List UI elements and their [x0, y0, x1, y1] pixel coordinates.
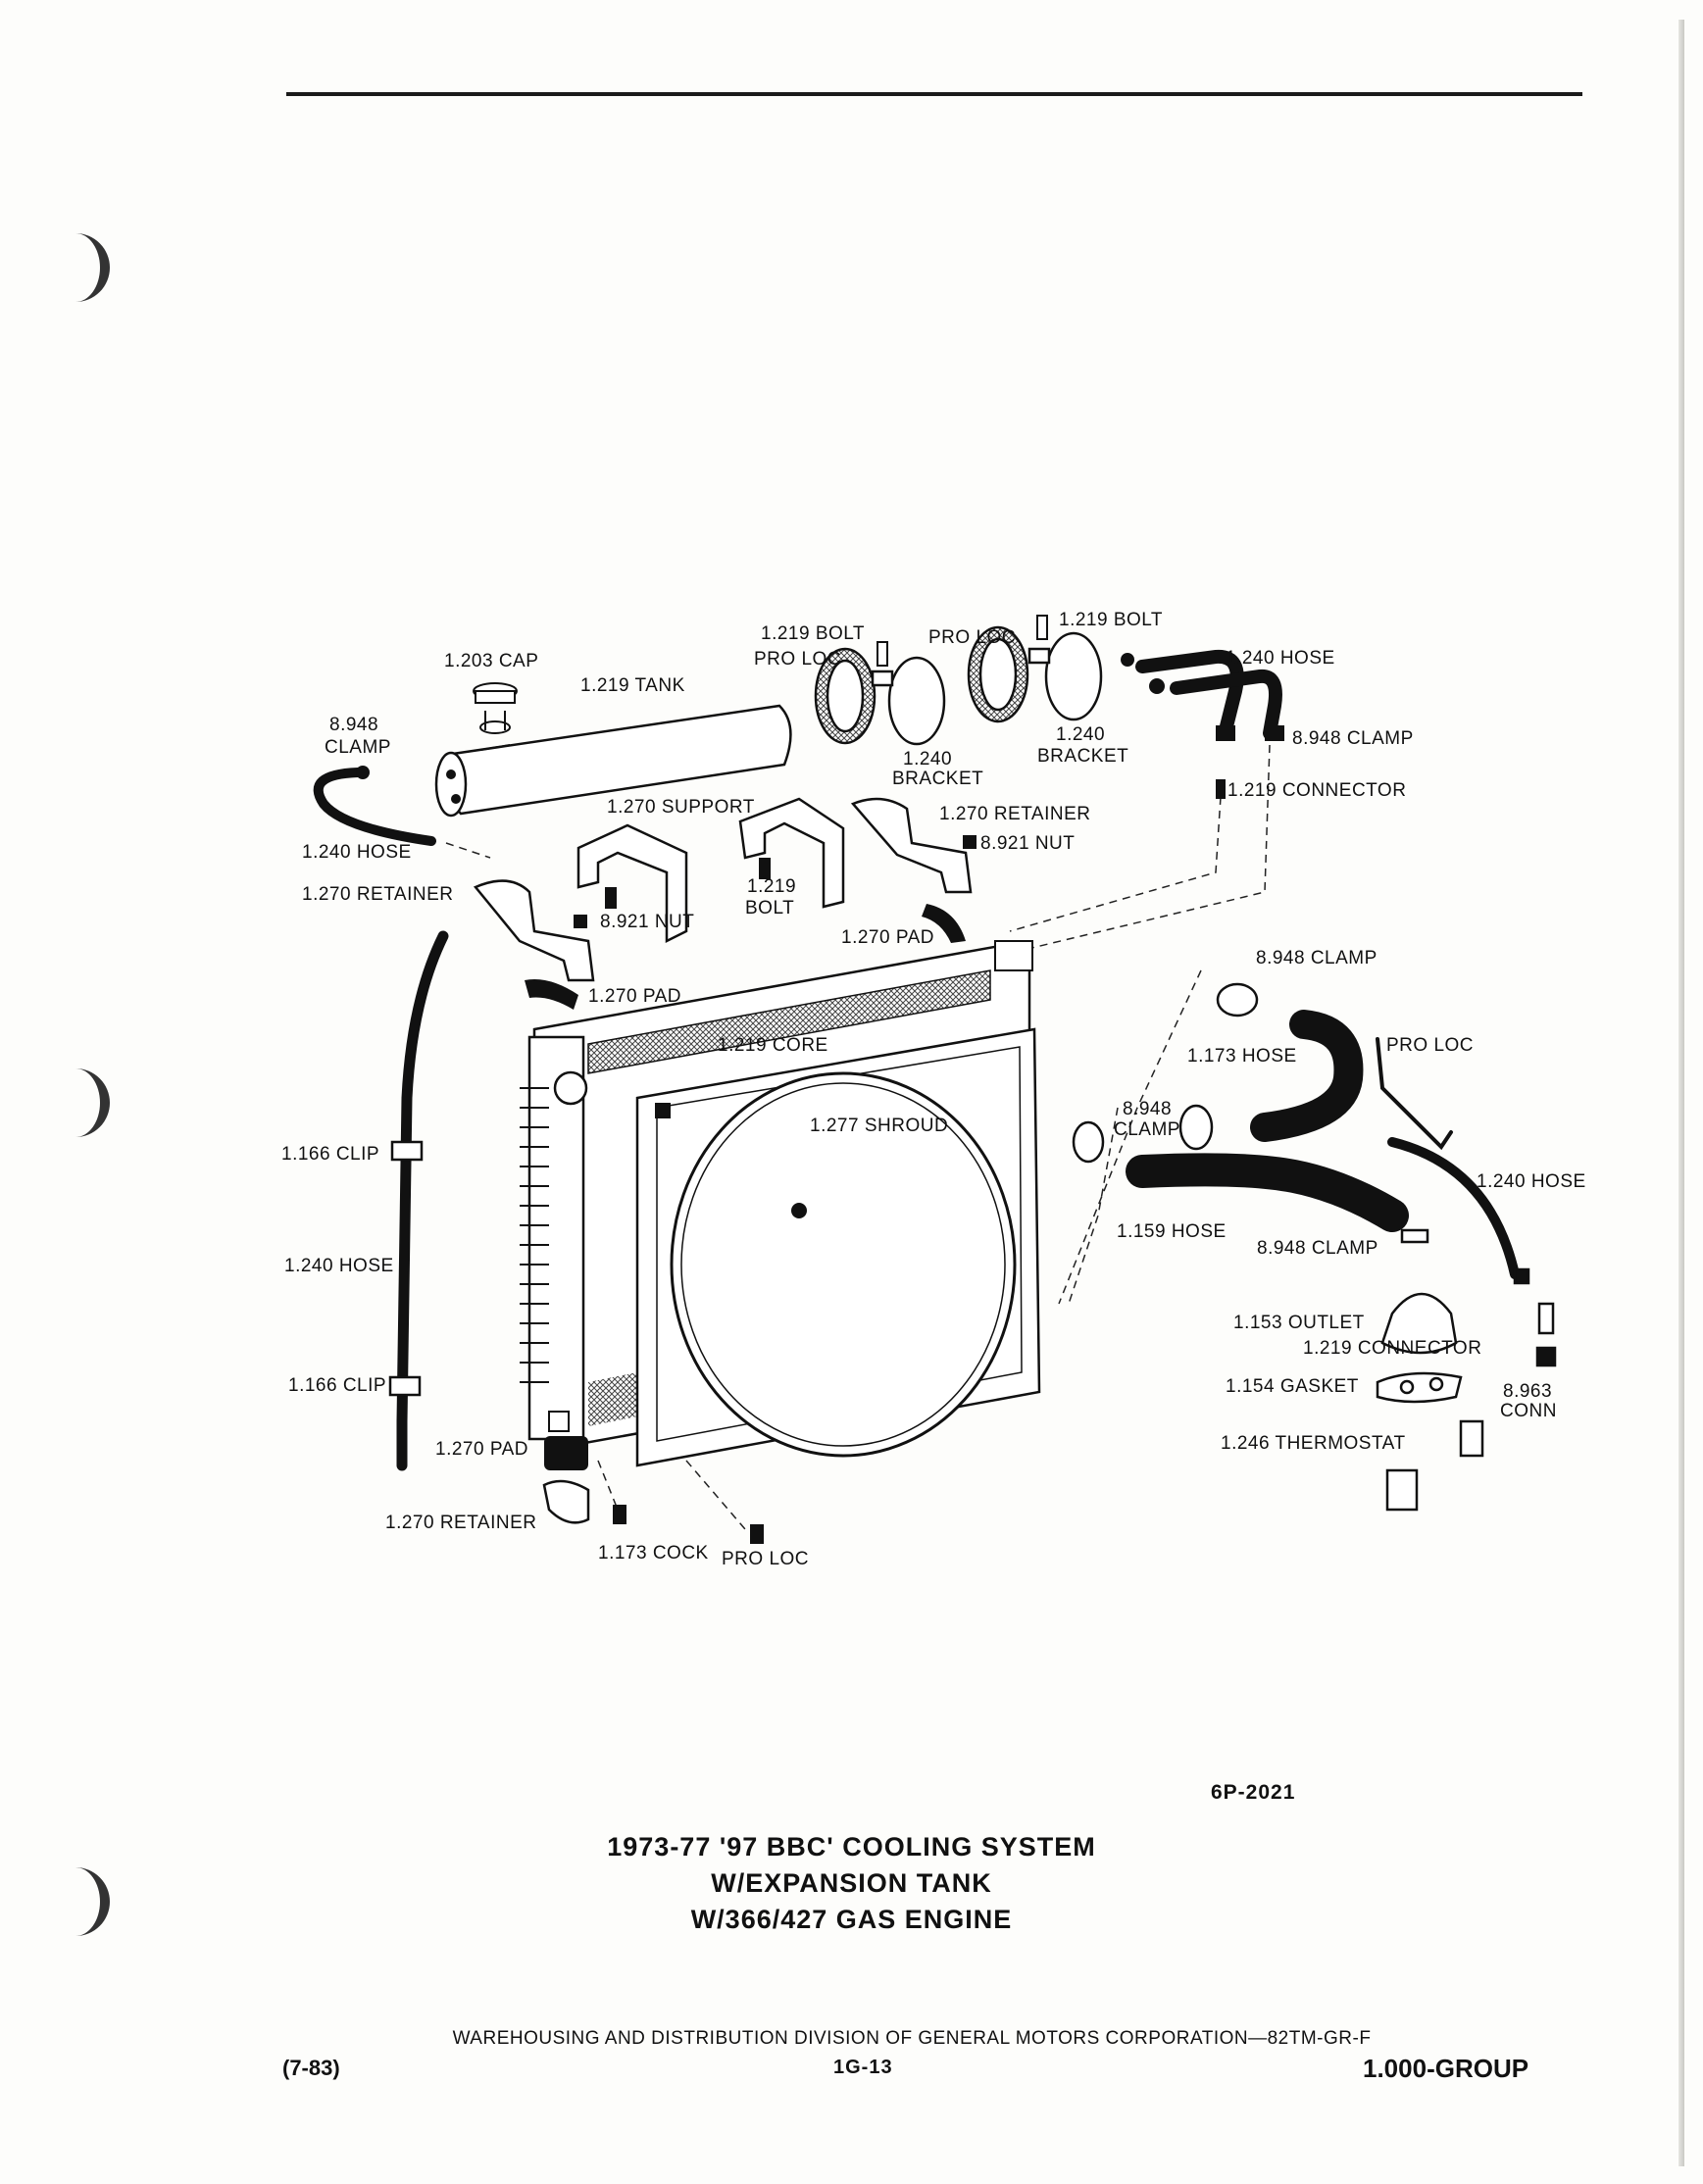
- footer-publisher: WAREHOUSING AND DISTRIBUTION DIVISION OF…: [452, 2028, 1372, 2049]
- label-shroud: 1.277 SHROUD: [810, 1116, 948, 1136]
- label-clip-upper: 1.166 CLIP: [281, 1144, 379, 1165]
- clamp-tank-icon: [356, 766, 370, 779]
- label-nut-left: 8.921 NUT: [600, 912, 694, 932]
- tank-supports: [473, 797, 973, 982]
- label-pad-top-left: 1.270 PAD: [588, 986, 681, 1007]
- label-cock: 1.173 COCK: [598, 1543, 709, 1564]
- footer-group: 1.000-GROUP: [1363, 2054, 1529, 2083]
- bottom-parts: [542, 1436, 764, 1544]
- hose-left-vertical: [396, 930, 449, 1471]
- label-bracket2-num: 1.240: [1056, 724, 1105, 745]
- label-bracket1-word: BRACKET: [892, 769, 983, 789]
- label-proloc-top2: PRO LOC: [928, 627, 1016, 648]
- label-clamp-right-top: 8.948 CLAMP: [1256, 948, 1377, 968]
- radiator-cap-icon: [473, 682, 518, 734]
- footer-date: (7-83): [282, 2056, 340, 2080]
- label-retainer-bottom: 1.270 RETAINER: [385, 1513, 536, 1533]
- label-conn-word: CONN: [1500, 1401, 1557, 1421]
- caption-line2: W/EXPANSION TANK: [711, 1868, 992, 1898]
- clamp-icons-right: [1072, 982, 1530, 1285]
- label-proloc-right: PRO LOC: [1386, 1035, 1474, 1056]
- label-connector-bottom: 1.219 CONNECTOR: [1303, 1338, 1481, 1359]
- label-clamp-mid-num: 8.948: [1123, 1099, 1172, 1119]
- label-hose-173: 1.173 HOSE: [1187, 1046, 1297, 1067]
- label-gasket: 1.154 GASKET: [1226, 1376, 1359, 1397]
- figure-code: 6P-2021: [1211, 1781, 1296, 1804]
- caption-line3: W/366/427 GAS ENGINE: [690, 1905, 1013, 1934]
- label-hose-right: 1.240 HOSE: [1477, 1171, 1586, 1192]
- expansion-tank: [434, 704, 792, 818]
- label-clamp-top-right: 8.948 CLAMP: [1292, 728, 1414, 749]
- label-proloc-top1: PRO LOC: [754, 649, 841, 670]
- binder-hole-bottom: [61, 1867, 110, 1936]
- label-thermostat: 1.246 THERMOSTAT: [1221, 1433, 1406, 1454]
- clip-icons-left: [388, 1140, 424, 1397]
- hose-tank-left: [313, 768, 436, 846]
- label-bracket1-num: 1.240: [903, 749, 952, 769]
- tank-brackets: [814, 625, 1103, 746]
- label-pad-bottom: 1.270 PAD: [435, 1439, 528, 1460]
- label-retainer-right: 1.270 RETAINER: [939, 804, 1090, 824]
- label-cap: 1.203 CAP: [444, 651, 538, 671]
- top-rule: [286, 92, 1582, 96]
- label-outlet: 1.153 OUTLET: [1233, 1313, 1365, 1333]
- label-clamp-tank-num: 8.948: [329, 715, 378, 735]
- label-connector-top: 1.219 CONNECTOR: [1227, 780, 1406, 801]
- label-clamp-tank-word: CLAMP: [325, 737, 391, 758]
- label-proloc-bottom: PRO LOC: [722, 1549, 809, 1569]
- label-support: 1.270 SUPPORT: [607, 797, 755, 818]
- bolt-icons-top: [877, 615, 1165, 694]
- label-retainer-left: 1.270 RETAINER: [302, 884, 453, 905]
- part-labels: 1.203 CAP 1.219 TANK 8.948 CLAMP 1.240 H…: [281, 610, 1586, 1569]
- label-hose-159: 1.159 HOSE: [1117, 1221, 1227, 1242]
- footer-page-number: 1G-13: [833, 2057, 893, 2078]
- label-clip-lower: 1.166 CLIP: [288, 1375, 386, 1396]
- label-bolt-center-word: BOLT: [745, 898, 794, 918]
- label-hose-top-right: 1.240 HOSE: [1226, 648, 1335, 669]
- binder-hole-top: [61, 233, 110, 302]
- caption-line1: 1973-77 '97 BBC' COOLING SYSTEM: [607, 1832, 1096, 1861]
- page-edge: [1678, 20, 1684, 2166]
- pads: [525, 904, 966, 1010]
- label-tank: 1.219 TANK: [580, 675, 685, 696]
- binder-hole-middle: [61, 1068, 110, 1137]
- label-hose-left: 1.240 HOSE: [284, 1256, 394, 1276]
- label-bracket2-word: BRACKET: [1037, 746, 1128, 767]
- label-bolt-center-num: 1.219: [747, 876, 796, 897]
- label-core: 1.219 CORE: [718, 1035, 828, 1056]
- label-hose-tank: 1.240 HOSE: [302, 842, 412, 863]
- label-conn-num: 8.963: [1503, 1381, 1552, 1402]
- thermostat-housing: [1376, 1292, 1557, 1512]
- hoses-top-right: [1135, 649, 1282, 740]
- label-bolt-top1: 1.219 BOLT: [761, 623, 865, 644]
- label-nut-right: 8.921 NUT: [980, 833, 1075, 854]
- fan-shroud: [635, 1027, 1041, 1467]
- clamp-icons-top-right: [1216, 725, 1284, 799]
- nut-icons: [574, 835, 977, 928]
- hoses-right: [1126, 1010, 1520, 1279]
- label-clamp-lower-right: 8.948 CLAMP: [1257, 1238, 1378, 1259]
- label-bolt-top2: 1.219 BOLT: [1059, 610, 1163, 630]
- label-pad-top-right: 1.270 PAD: [841, 927, 934, 948]
- label-clamp-mid-word: CLAMP: [1114, 1119, 1180, 1140]
